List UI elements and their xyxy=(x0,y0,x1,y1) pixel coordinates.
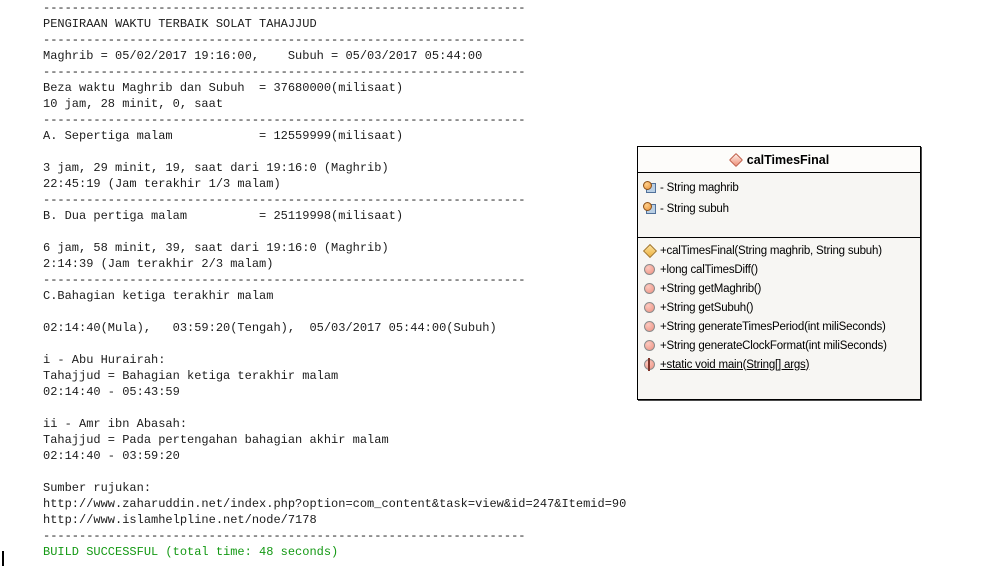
console-line: Beza waktu Maghrib dan Subuh = 37680000(… xyxy=(43,81,404,95)
uml-methods-compartment: +calTimesFinal(String maghrib, String su… xyxy=(638,238,920,398)
separator-line: ----------------------------------------… xyxy=(43,33,526,47)
uml-member-label: - String subuh xyxy=(660,202,729,215)
console-line xyxy=(43,400,643,416)
console-line: 22:45:19 (Jam terakhir 1/3 malam) xyxy=(43,177,281,191)
uml-member-label: +static void main(String[] args) xyxy=(660,358,810,371)
build-status-line: BUILD SUCCESSFUL (total time: 48 seconds… xyxy=(43,545,339,559)
uml-class-header[interactable]: calTimesFinal xyxy=(638,147,920,173)
method-icon xyxy=(643,282,657,295)
console-line: 3 jam, 29 minit, 19, saat dari 19:16:0 (… xyxy=(43,161,389,175)
constructor-icon xyxy=(643,244,657,257)
uml-member-label: +String generateClockFormat(int miliSeco… xyxy=(660,339,887,352)
console-line: 2:14:39 (Jam terakhir 2/3 malam) xyxy=(43,257,274,271)
console-line xyxy=(43,224,643,240)
text-caret xyxy=(2,551,4,566)
uml-method-row[interactable]: +calTimesFinal(String maghrib, String su… xyxy=(643,241,915,260)
uml-fields-compartment: - String maghrib - String subuh xyxy=(638,173,920,238)
field-icon xyxy=(643,202,657,215)
method-icon xyxy=(643,263,657,276)
uml-class-box[interactable]: calTimesFinal - String maghrib - String s… xyxy=(637,146,921,400)
uml-method-row[interactable]: +String getSubuh() xyxy=(643,298,915,317)
uml-member-label: +String getSubuh() xyxy=(660,301,754,314)
console-line: Tahajjud = Bahagian ketiga terakhir mala… xyxy=(43,369,339,383)
static-method-icon xyxy=(643,358,657,371)
console-line xyxy=(43,464,643,480)
separator-line: ----------------------------------------… xyxy=(43,113,526,127)
console-line: 02:14:40 - 03:59:20 xyxy=(43,449,180,463)
console-line: A. Sepertiga malam = 12559999(milisaat) xyxy=(43,129,404,143)
console-line: ii - Amr ibn Abasah: xyxy=(43,417,188,431)
uml-method-row[interactable]: +static void main(String[] args) xyxy=(643,355,915,374)
separator-line: ----------------------------------------… xyxy=(43,273,526,287)
uml-field-row[interactable]: - String maghrib xyxy=(643,177,915,198)
console-line: 6 jam, 58 minit, 39, saat dari 19:16:0 (… xyxy=(43,241,389,255)
console-line: PENGIRAAN WAKTU TERBAIK SOLAT TAHAJJUD xyxy=(43,17,317,31)
uml-member-label: +String getMaghrib() xyxy=(660,282,762,295)
console-lines: ----------------------------------------… xyxy=(43,0,643,560)
separator-line: ----------------------------------------… xyxy=(43,193,526,207)
console-line: http://www.zaharuddin.net/index.php?opti… xyxy=(43,497,627,511)
uml-field-row[interactable]: - String subuh xyxy=(643,198,915,219)
console-line: B. Dua pertiga malam = 25119998(milisaat… xyxy=(43,209,404,223)
console-line: C.Bahagian ketiga terakhir malam xyxy=(43,289,274,303)
method-icon xyxy=(643,320,657,333)
class-icon xyxy=(729,153,742,166)
console-line: 02:14:40 - 05:43:59 xyxy=(43,385,180,399)
uml-method-row[interactable]: +String generateTimesPeriod(int miliSeco… xyxy=(643,317,915,336)
console-line: 02:14:40(Mula), 03:59:20(Tengah), 05/03/… xyxy=(43,321,497,335)
class-name: calTimesFinal xyxy=(746,152,830,167)
separator-line: ----------------------------------------… xyxy=(43,65,526,79)
console-line xyxy=(43,144,643,160)
uml-method-row[interactable]: +long calTimesDiff() xyxy=(643,260,915,279)
uml-method-row[interactable]: +String generateClockFormat(int miliSeco… xyxy=(643,336,915,355)
console-line: http://www.islamhelpline.net/node/7178 xyxy=(43,513,317,527)
console-line: Tahajjud = Pada pertengahan bahagian akh… xyxy=(43,433,389,447)
uml-member-label: - String maghrib xyxy=(660,181,739,194)
console-line: Sumber rujukan: xyxy=(43,481,152,495)
console-line: i - Abu Hurairah: xyxy=(43,353,166,367)
method-icon xyxy=(643,301,657,314)
field-icon xyxy=(643,181,657,194)
uml-member-label: +calTimesFinal(String maghrib, String su… xyxy=(660,244,882,257)
console-line xyxy=(43,304,643,320)
separator-line: ----------------------------------------… xyxy=(43,529,526,543)
uml-member-label: +String generateTimesPeriod(int miliSeco… xyxy=(660,320,886,333)
console-line: 10 jam, 28 minit, 0, saat xyxy=(43,97,224,111)
console-line xyxy=(43,336,643,352)
separator-line: ----------------------------------------… xyxy=(43,1,526,15)
method-icon xyxy=(643,339,657,352)
uml-member-label: +long calTimesDiff() xyxy=(660,263,758,276)
console-line: Maghrib = 05/02/2017 19:16:00, Subuh = 0… xyxy=(43,49,483,63)
output-console[interactable]: ----------------------------------------… xyxy=(43,0,643,567)
uml-method-row[interactable]: +String getMaghrib() xyxy=(643,279,915,298)
